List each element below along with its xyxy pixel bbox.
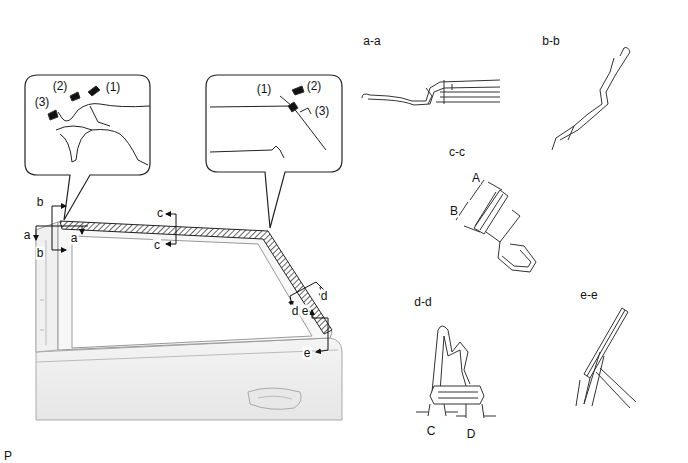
callout-number: (1) — [105, 81, 122, 94]
section-title: b-b — [541, 35, 560, 48]
callout-number: (2) — [52, 80, 69, 93]
section-marker: d — [291, 305, 300, 318]
section-marker: e — [301, 305, 310, 318]
section-marker: c — [153, 239, 161, 252]
section-title: d-d — [413, 296, 432, 309]
section-title: e-e — [579, 289, 598, 302]
section-title: c-c — [448, 146, 466, 159]
dimension-label: C — [426, 425, 437, 438]
section-marker: b — [36, 196, 45, 209]
dimension-label: D — [466, 428, 477, 441]
dimension-label: B — [449, 205, 459, 218]
dimension-label: A — [471, 172, 481, 185]
section-marker: a — [23, 229, 32, 242]
section-marker: e — [303, 347, 312, 360]
callout-number: (1) — [256, 83, 273, 96]
section-marker: d — [320, 290, 329, 303]
section-title: a-a — [362, 35, 381, 48]
figure-code: P — [3, 450, 13, 463]
section-marker: c — [156, 207, 164, 220]
callout-number: (3) — [34, 96, 51, 109]
section-marker: a — [70, 232, 79, 245]
callout-number: (3) — [314, 105, 331, 118]
callout-number: (2) — [306, 80, 323, 93]
section-marker: b — [36, 247, 45, 260]
